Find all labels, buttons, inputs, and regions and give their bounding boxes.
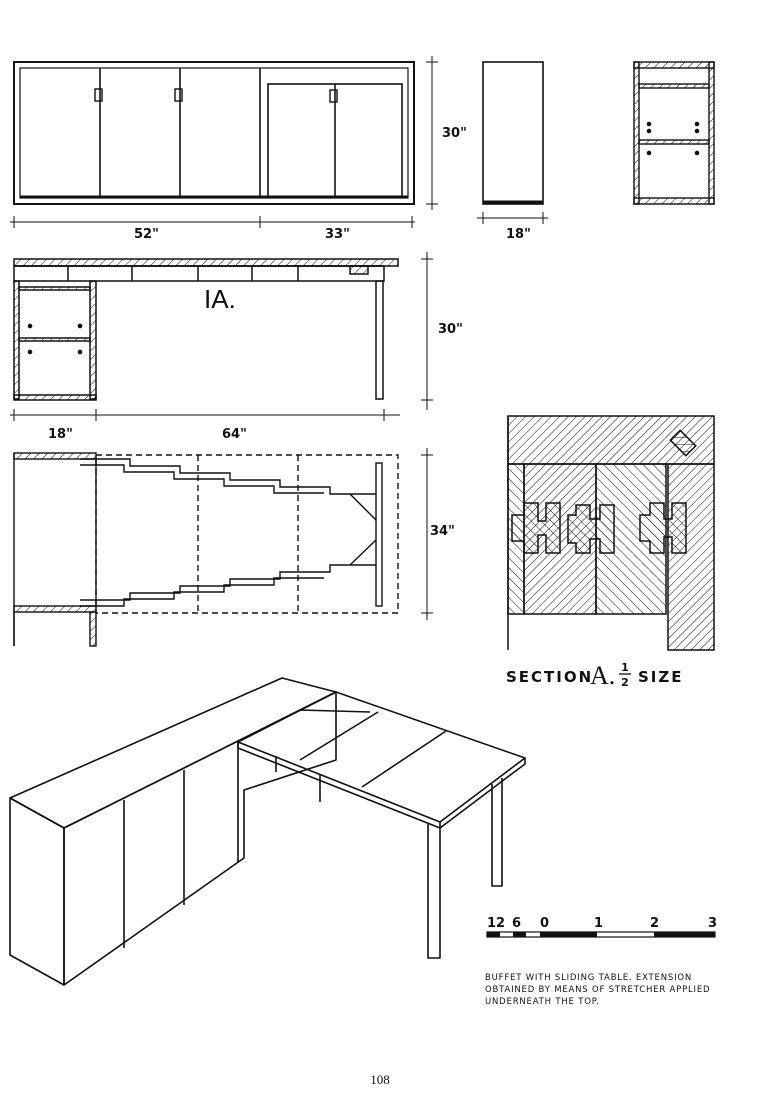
table-height-label: 30"	[438, 322, 463, 337]
page-number: 108	[370, 1072, 390, 1087]
section-word: SECTION	[506, 668, 593, 686]
front-width-left-label: 52"	[134, 227, 159, 242]
front-elevation	[10, 56, 438, 228]
fraction-numerator: 1	[621, 661, 629, 674]
scale-label-12: 12	[487, 916, 505, 931]
scale-label-1: 1	[594, 916, 603, 931]
table-elevation	[10, 252, 433, 421]
figure-caption: BUFFET WITH SLIDING TABLE. EXTENSION OBT…	[485, 973, 711, 1007]
section-letter: A.	[590, 661, 615, 690]
front-width-right-label: 33"	[325, 227, 350, 242]
plan-view	[13, 448, 433, 647]
scale-bar: 12 6 0 1 2 3	[486, 916, 717, 938]
perspective-view	[9, 677, 526, 986]
section-reference-label: IA.	[204, 284, 236, 314]
section-a-caption: SECTION A. 1 2 SIZE	[506, 661, 684, 690]
table-length-label: 64"	[222, 427, 247, 442]
side-section	[633, 61, 715, 205]
scale-label-0: 0	[540, 916, 549, 931]
side-elevation	[477, 61, 548, 224]
section-a-detail	[507, 415, 715, 651]
plan-width-label: 34"	[430, 524, 455, 539]
scale-label-2: 2	[650, 916, 659, 931]
front-height-label: 30"	[442, 126, 467, 141]
scale-label-3: 3	[708, 916, 717, 931]
size-word: SIZE	[638, 668, 684, 686]
cabinet-width-label: 18"	[48, 427, 73, 442]
side-depth-label: 18"	[506, 227, 531, 242]
fraction-denominator: 2	[621, 676, 629, 689]
scale-label-6: 6	[512, 916, 521, 931]
